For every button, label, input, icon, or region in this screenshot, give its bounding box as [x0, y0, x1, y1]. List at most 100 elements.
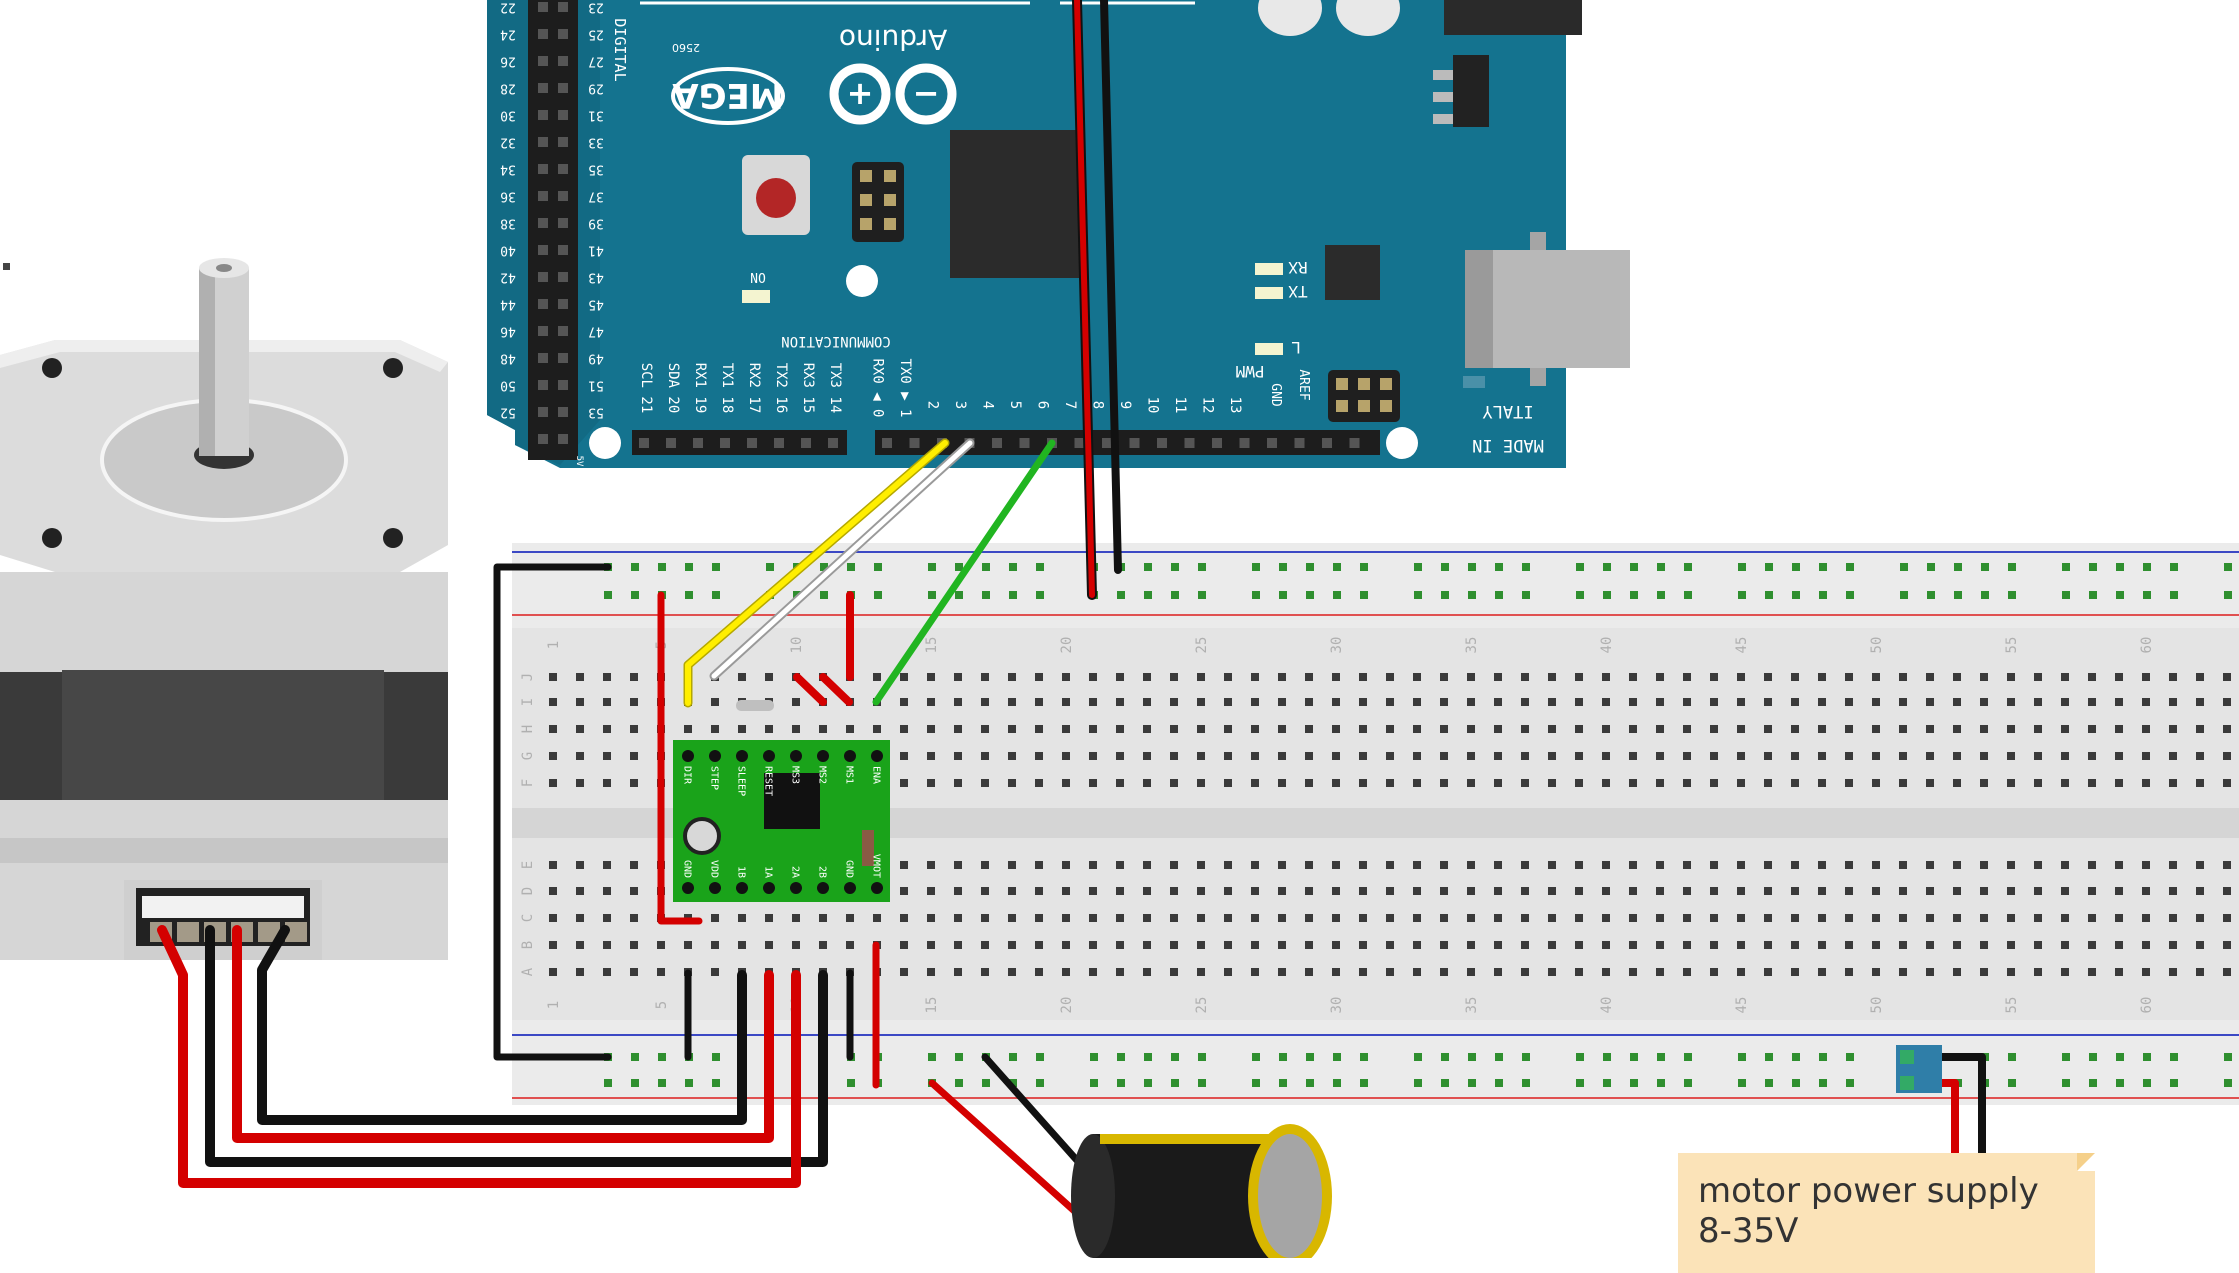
digital-pin-label: 34 [500, 161, 516, 176]
breadboard-hole [1791, 887, 1799, 895]
breadboard-hole [1251, 968, 1259, 976]
breadboard-hole [1251, 887, 1259, 895]
breadboard-hole [1170, 673, 1178, 681]
breadboard-hole [549, 752, 557, 760]
rail-hole [928, 591, 936, 599]
motor-wire-3 [205, 925, 828, 1167]
breadboard-hole [1602, 779, 1610, 787]
breadboard-hole [2115, 673, 2123, 681]
breadboard-hole [1737, 725, 1745, 733]
column-number: 30 [1329, 637, 1345, 654]
rail-hole [1252, 563, 1260, 571]
breadboard-hole [1197, 752, 1205, 760]
breadboard-hole [549, 779, 557, 787]
rx-label: RX [1288, 258, 1308, 277]
breadboard-hole [900, 941, 908, 949]
row-letter: J [520, 673, 536, 681]
breadboard-hole [1899, 968, 1907, 976]
rail-hole [1306, 1053, 1314, 1061]
breadboard-hole [630, 698, 638, 706]
breadboard-hole [549, 914, 557, 922]
breadboard-hole [2169, 968, 2177, 976]
header-pin [538, 245, 548, 255]
breadboard-hole [1818, 887, 1826, 895]
header-pin [693, 438, 703, 448]
breadboard-hole [2142, 861, 2150, 869]
breadboard-hole [2061, 941, 2069, 949]
rail-hole [1819, 1079, 1827, 1087]
breadboard-hole [873, 673, 881, 681]
breadboard-hole [1413, 861, 1421, 869]
breadboard-hole [1197, 941, 1205, 949]
rail-hole [1333, 1053, 1341, 1061]
breadboard-hole [765, 941, 773, 949]
driver-pin-label: MS3 [790, 766, 801, 784]
breadboard-hole [1521, 861, 1529, 869]
current-potentiometer[interactable] [683, 817, 721, 855]
digital-pin-label: 40 [500, 242, 516, 257]
breadboard-hole [1008, 914, 1016, 922]
breadboard-hole [2088, 887, 2096, 895]
breadboard-hole [1980, 861, 1988, 869]
breadboard-hole [1737, 941, 1745, 949]
header-pin [538, 191, 548, 201]
breadboard-hole [2142, 725, 2150, 733]
header-pin [558, 272, 568, 282]
breadboard-hole [1251, 914, 1259, 922]
header-pin [558, 380, 568, 390]
driver-pin-label: STEP [709, 766, 720, 790]
breadboard-hole [2196, 914, 2204, 922]
header-pin [882, 438, 892, 448]
row-letter: B [520, 941, 536, 949]
rail-hole [1468, 591, 1476, 599]
driver-pin [790, 750, 802, 762]
reset-button-cap[interactable] [756, 178, 796, 218]
rail-hole [2062, 591, 2070, 599]
header-pin [1239, 438, 1250, 448]
rail-hole [1198, 591, 1206, 599]
breadboard-hole [576, 914, 584, 922]
breadboard-hole [1494, 861, 1502, 869]
breadboard-hole [1521, 779, 1529, 787]
rail-hole [2170, 563, 2178, 571]
country-label: ITALY [1482, 401, 1533, 421]
column-number: 45 [1734, 997, 1750, 1014]
breadboard-hole [927, 968, 935, 976]
breadboard-hole [1872, 752, 1880, 760]
breadboard-hole [1413, 725, 1421, 733]
breadboard-hole [900, 914, 908, 922]
breadboard-hole [2169, 779, 2177, 787]
column-number: 20 [1059, 637, 1075, 654]
rail-hole [1522, 1079, 1530, 1087]
breadboard-hole [1440, 779, 1448, 787]
breadboard-hole [1467, 752, 1475, 760]
header-pin [558, 245, 568, 255]
header-pin [538, 272, 548, 282]
breadboard-hole [2034, 779, 2042, 787]
rail-hole [1468, 1053, 1476, 1061]
breadboard-hole [2034, 698, 2042, 706]
rail-hole [1792, 563, 1800, 571]
breadboard-hole [1710, 779, 1718, 787]
header-pin [558, 191, 568, 201]
breadboard-hole [1170, 968, 1178, 976]
driver-pin [763, 750, 775, 762]
driver-pin [790, 882, 802, 894]
rail-hole [820, 591, 828, 599]
driver-pin [682, 882, 694, 894]
breadboard-hole [900, 752, 908, 760]
rail-hole [1522, 1053, 1530, 1061]
header-pin [538, 434, 548, 444]
breadboard-hole [2088, 779, 2096, 787]
breadboard-hole [1035, 914, 1043, 922]
header-pin [558, 434, 568, 444]
rail-hole [631, 1053, 639, 1061]
breadboard-hole [1899, 752, 1907, 760]
breadboard-hole [981, 887, 989, 895]
column-number: 55 [2004, 997, 2020, 1014]
breadboard-hole [1494, 673, 1502, 681]
breadboard-hole [1494, 887, 1502, 895]
icsp-pin [884, 218, 896, 230]
breadboard-hole [1656, 887, 1664, 895]
breadboard-hole [1737, 914, 1745, 922]
